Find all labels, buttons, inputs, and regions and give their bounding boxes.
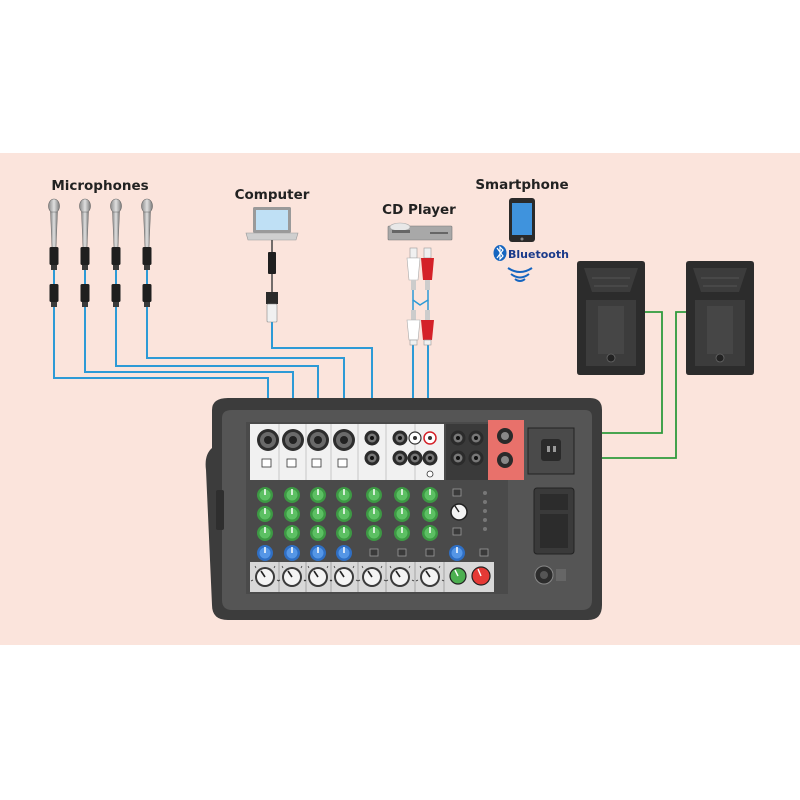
- computer-label: Computer: [235, 187, 310, 203]
- speaker-icon: [686, 261, 754, 375]
- bluetooth-icon: Bluetooth: [493, 245, 569, 282]
- smartphone-icon: [509, 198, 535, 242]
- speaker-icon: [577, 261, 645, 375]
- microphone-icon: [110, 198, 122, 307]
- cd-player-label: CD Player: [382, 202, 456, 218]
- smartphone-label: Smartphone: [475, 177, 568, 193]
- microphone-group: [48, 198, 153, 307]
- microphone-icon: [141, 198, 153, 307]
- microphones-label: Microphones: [51, 178, 148, 194]
- cd-player-icon: [387, 222, 453, 346]
- svg-text:Bluetooth: Bluetooth: [508, 248, 569, 261]
- microphone-icon: [79, 198, 91, 307]
- microphone-icon: [48, 198, 60, 307]
- mixer-icon: [205, 398, 602, 620]
- laptop-icon: [245, 207, 299, 323]
